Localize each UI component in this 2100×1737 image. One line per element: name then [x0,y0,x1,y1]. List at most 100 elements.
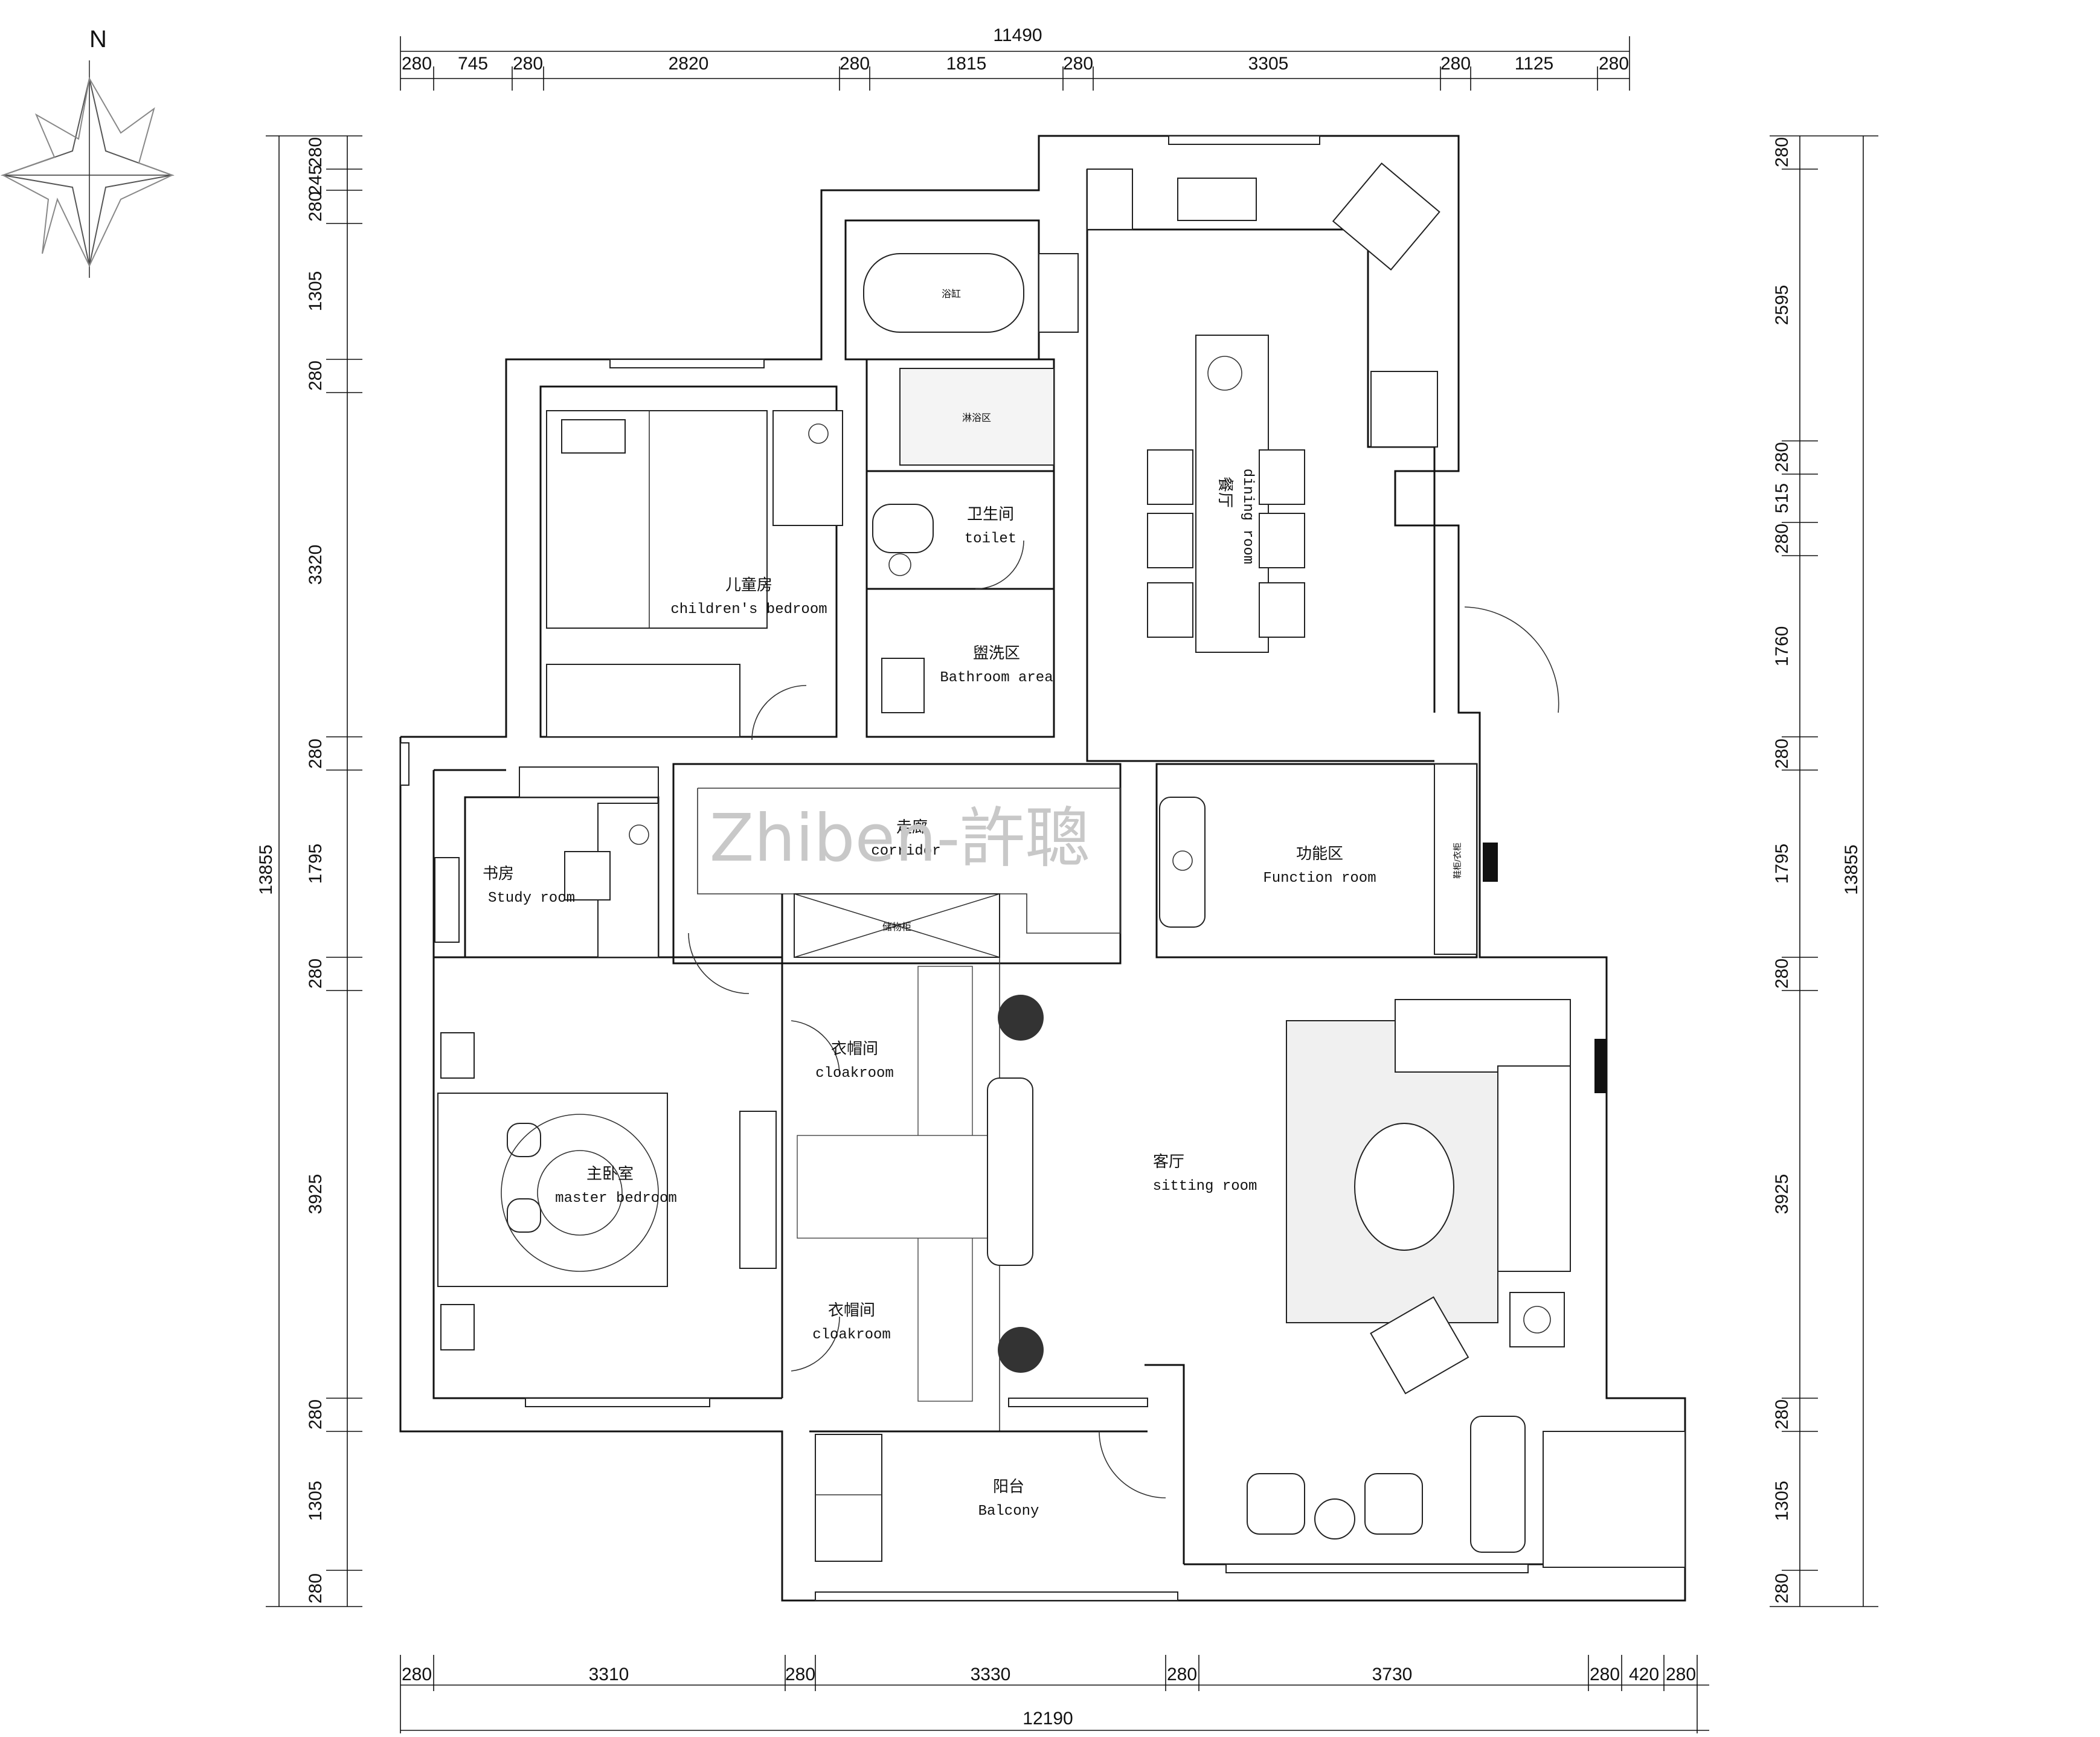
wardrobe-kids [772,410,843,526]
dim-bottom-seg: 3310 [589,1665,629,1684]
dim-top-seg: 280 [513,54,543,74]
dim-right-seg: 280 [1772,524,1792,554]
cloakroom-2-label-en: cloakroom [812,1327,891,1343]
dim-top-seg: 280 [1063,54,1093,74]
dim-top-seg: 280 [1599,54,1629,74]
bathtub-label: 浴缸 [942,288,961,300]
dim-right-seg: 280 [1772,442,1792,472]
dim-right-seg: 280 [1772,739,1792,769]
sink-icon [881,658,925,713]
dim-left-seg: 280 [306,137,326,167]
balcony-laundry [815,1434,882,1562]
dim-right-total: 13855 [1842,844,1861,894]
windows [400,135,1607,1601]
dim-top-seg: 280 [1440,54,1471,74]
sitting-room-label-en: sitting room [1153,1178,1257,1195]
dim-bottom-total: 12190 [1023,1709,1073,1729]
dim-bottom-seg: 280 [1590,1665,1620,1684]
dim-left-seg: 3925 [306,1174,326,1215]
bathroom-area-label-cn: 盥洗区 [973,644,1020,662]
dim-top-seg: 280 [840,54,870,74]
dim-left-seg: 280 [306,191,326,222]
dim-left-total: 13855 [256,844,276,894]
wardrobe-cloakroom [739,966,997,1402]
study-desk [434,766,659,958]
dimension-top: 11490 280 745 280 2820 280 1815 280 3305… [400,25,1630,91]
dim-bottom-seg: 280 [402,1665,432,1684]
dim-left-seg: 1795 [306,844,326,884]
corridor-label-en: corridor [871,843,940,859]
dim-right-seg: 280 [1772,1399,1792,1430]
dining-room-label-cn: 餐厅 [1216,477,1235,508]
childrens-bedroom-label-en: children's bedroom [670,602,827,618]
dim-top-seg: 2820 [669,54,709,74]
dim-left-seg: 1305 [306,1481,326,1521]
dim-bottom-seg: 420 [1629,1665,1659,1684]
dim-right-seg: 1760 [1772,626,1792,667]
sofa [1370,999,1571,1395]
dim-bottom-seg: 280 [1666,1665,1696,1684]
dimension-left: 13855 280 245 280 1305 280 3320 280 1795… [256,135,362,1607]
dimension-bottom: 280 3310 280 3330 280 3730 280 420 280 1… [400,1655,1709,1733]
dim-left-seg: 280 [306,1399,326,1430]
living-rug [1286,1020,1498,1323]
bunk-bed [546,410,768,737]
function-room-label-en: Function room [1263,870,1376,887]
dim-left-seg: 280 [306,361,326,391]
toilet-label-cn: 卫生间 [967,505,1014,523]
cloakroom-1-label-en: cloakroom [815,1065,894,1082]
master-bedroom-label-en: master bedroom [555,1190,677,1207]
toilet-icon [872,504,934,576]
kitchen-counter [1087,162,1440,448]
balcony-label-en: Balcony [978,1503,1039,1520]
walls [399,135,1686,1602]
storage-cabinet: 储物柜 [794,893,1000,958]
dim-top-seg: 1125 [1515,54,1554,74]
north-compass-icon: N [1,26,175,278]
dim-bottom-seg: 280 [1167,1665,1197,1684]
dim-top-seg: 280 [402,54,432,74]
dim-left-seg: 280 [306,739,326,769]
doors [688,540,1559,1498]
watermark: Zhiben-許聰 [710,801,1091,876]
dining-table [1147,335,1305,653]
dim-top-seg: 3305 [1248,54,1289,74]
dim-right-seg: 280 [1772,1573,1792,1604]
dim-left-seg: 280 [306,958,326,989]
dim-right-seg: 1305 [1772,1481,1792,1521]
dim-right-seg: 2595 [1772,285,1792,326]
master-bed [437,1032,668,1350]
bathroom-area-label-en: Bathroom area [940,670,1053,686]
cabinet-label: 鞋柜/衣柜 [1453,843,1462,879]
dim-right-seg: 280 [1772,137,1792,167]
childrens-bedroom-label-cn: 儿童房 [725,576,772,594]
dim-left-seg: 1305 [306,271,326,312]
dining-room-label-en: dining room [1239,469,1256,564]
study-room-label-cn: 书房 [483,864,514,882]
dim-top-total: 11490 [993,25,1042,45]
corridor-label-cn: 走廊 [896,818,928,836]
dim-right-seg: 515 [1772,483,1792,513]
storage-label: 储物柜 [882,922,911,933]
dim-left-seg: 245 [306,165,326,195]
balcony-seating [1247,1416,1526,1553]
north-label: N [89,26,107,53]
function-room-furniture: 鞋柜/衣柜 [1159,763,1477,955]
dim-top-seg: 745 [458,54,488,74]
dim-right-seg: 280 [1772,958,1792,989]
master-bedroom-label-cn: 主卧室 [586,1164,634,1183]
dimension-right: 13855 280 2595 280 515 280 1760 280 1795… [1770,135,1878,1607]
dim-bottom-seg: 3330 [971,1665,1011,1684]
function-room-label-cn: 功能区 [1296,844,1343,862]
sitting-room-label-cn: 客厅 [1153,1152,1184,1170]
dim-bottom-seg: 3730 [1372,1665,1413,1684]
dim-top-seg: 1815 [946,54,987,74]
shower-label: 淋浴区 [962,413,991,423]
dim-left-seg: 280 [306,1573,326,1604]
dim-bottom-seg: 280 [785,1665,815,1684]
study-room-label-en: Study room [488,890,575,907]
cloakroom-1-label-cn: 衣帽间 [831,1039,878,1058]
tv-cabinet [987,995,1044,1373]
dim-right-seg: 1795 [1772,844,1792,884]
